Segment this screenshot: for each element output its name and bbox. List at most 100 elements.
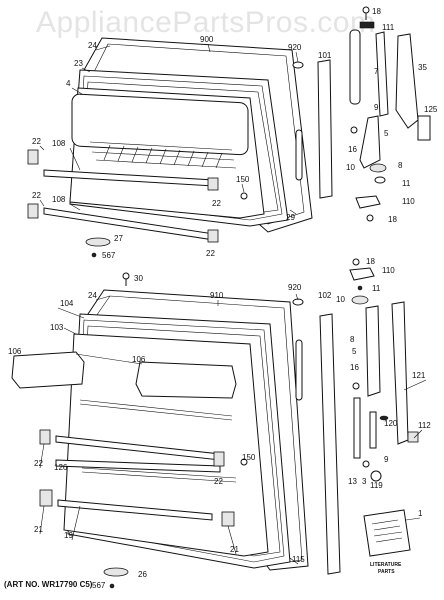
callout: 11 [372, 284, 381, 293]
callout: 106 [132, 355, 146, 364]
callout: 7 [374, 67, 379, 76]
callout: 21 [34, 525, 43, 534]
upper-hinge-hardware [349, 6, 431, 222]
plug-920[interactable] [292, 61, 304, 69]
callout: 24 [88, 41, 97, 50]
literature-label: LITERATURE [370, 562, 402, 568]
shelf-bar-end-cap[interactable] [207, 229, 219, 243]
leader-lines [39, 43, 427, 565]
callout: 108 [52, 195, 66, 204]
callout: 121 [412, 371, 426, 380]
fresh-food-door-assembly [11, 289, 309, 589]
callout: 35 [418, 63, 427, 72]
callout: 567 [92, 581, 106, 590]
callout: 22 [34, 459, 43, 468]
plate-27[interactable] [85, 237, 111, 247]
callout: 110 [402, 197, 415, 206]
screw-icon [109, 583, 115, 589]
callout: 150 [242, 453, 256, 462]
callout: 8 [398, 161, 403, 170]
callout: 16 [350, 363, 359, 372]
callout: 106 [8, 347, 22, 356]
freezer-wire-grid [103, 144, 223, 169]
callout: 900 [200, 35, 214, 44]
hinge-bracket-lower[interactable] [365, 305, 381, 397]
callout: 120 [384, 419, 398, 428]
callout: 19 [64, 531, 73, 540]
callout: 119 [370, 481, 383, 490]
callout: 1 [418, 509, 423, 518]
hinge-bracket[interactable] [375, 31, 389, 117]
callout: 3 [362, 477, 367, 486]
callout: 104 [60, 299, 74, 308]
hinge-5[interactable] [359, 115, 381, 169]
callout: 11 [402, 179, 411, 188]
callout: 13 [348, 477, 357, 486]
shelf-bar-end-cap[interactable] [207, 177, 219, 191]
shelf-bar-end-cap[interactable] [221, 511, 235, 527]
callout: 102 [318, 291, 332, 300]
literature-label: PARTS [378, 569, 395, 575]
callout: 910 [210, 291, 224, 300]
shelf-bar-end-cap[interactable] [27, 149, 39, 165]
callout: 115 [292, 555, 305, 564]
plug-920[interactable] [292, 298, 304, 306]
callout: 108 [52, 139, 66, 148]
freezer-handle-trim[interactable] [317, 59, 333, 199]
literature-booklet[interactable] [363, 509, 411, 557]
callout: 24 [88, 291, 97, 300]
hinge-cover[interactable] [349, 29, 361, 105]
callout-labels: 900 920 24 23 4 101 18 111 7 35 9 125 5 … [8, 7, 438, 590]
callout: 27 [114, 234, 123, 243]
hinge-110b[interactable] [349, 267, 375, 281]
callout: 101 [318, 51, 332, 60]
callout: 22 [214, 477, 223, 486]
screw-icon [91, 252, 97, 258]
callout: 29 [286, 213, 295, 222]
screw-icon [122, 272, 130, 280]
fresh-food-handle-trim[interactable] [319, 313, 341, 575]
dairy-bin-right[interactable] [135, 361, 237, 399]
callout: 18 [372, 7, 381, 16]
callout: 9 [384, 455, 389, 464]
hinge-trim[interactable] [395, 33, 419, 129]
callout: 18 [388, 215, 397, 224]
callout: 26 [138, 570, 147, 579]
lower-hinge-hardware [349, 258, 419, 557]
callout: 567 [102, 251, 116, 260]
callout: 23 [74, 59, 83, 68]
dairy-bin-left[interactable] [11, 351, 85, 389]
callout: 22 [212, 199, 221, 208]
callout: 125 [424, 105, 438, 114]
callout: 18 [366, 257, 375, 266]
callout: 10 [346, 163, 355, 172]
door-shelf-bar-2[interactable] [55, 459, 221, 473]
callout: 920 [288, 43, 302, 52]
plate-26[interactable] [103, 567, 129, 577]
door-shelf-bar-3[interactable] [57, 499, 213, 521]
callout: 920 [288, 283, 302, 292]
callout: 9 [374, 103, 379, 112]
callout: 112 [418, 421, 431, 430]
callout: 126 [54, 463, 68, 472]
callout: 8 [350, 335, 355, 344]
callout: 110 [382, 266, 395, 275]
callout: 30 [134, 274, 143, 283]
callout: 111 [382, 23, 395, 32]
callout: 22 [32, 137, 41, 146]
freezer-door-assembly [27, 37, 313, 286]
literature-holder[interactable] [417, 115, 431, 141]
trim-strip-13[interactable] [353, 397, 361, 459]
callout: 10 [336, 295, 345, 304]
shelf-bar-end-cap[interactable] [27, 203, 39, 219]
callout: 22 [32, 191, 41, 200]
hinge-110[interactable] [355, 195, 381, 209]
screw-icon [240, 458, 248, 466]
shelf-bar-end-cap[interactable] [213, 451, 225, 467]
callout: 16 [348, 145, 357, 154]
callout: 4 [66, 79, 71, 88]
shelf-bar-end-cap[interactable] [39, 489, 53, 507]
shelf-bar-end-cap[interactable] [39, 429, 51, 445]
screw-icon [240, 192, 248, 200]
